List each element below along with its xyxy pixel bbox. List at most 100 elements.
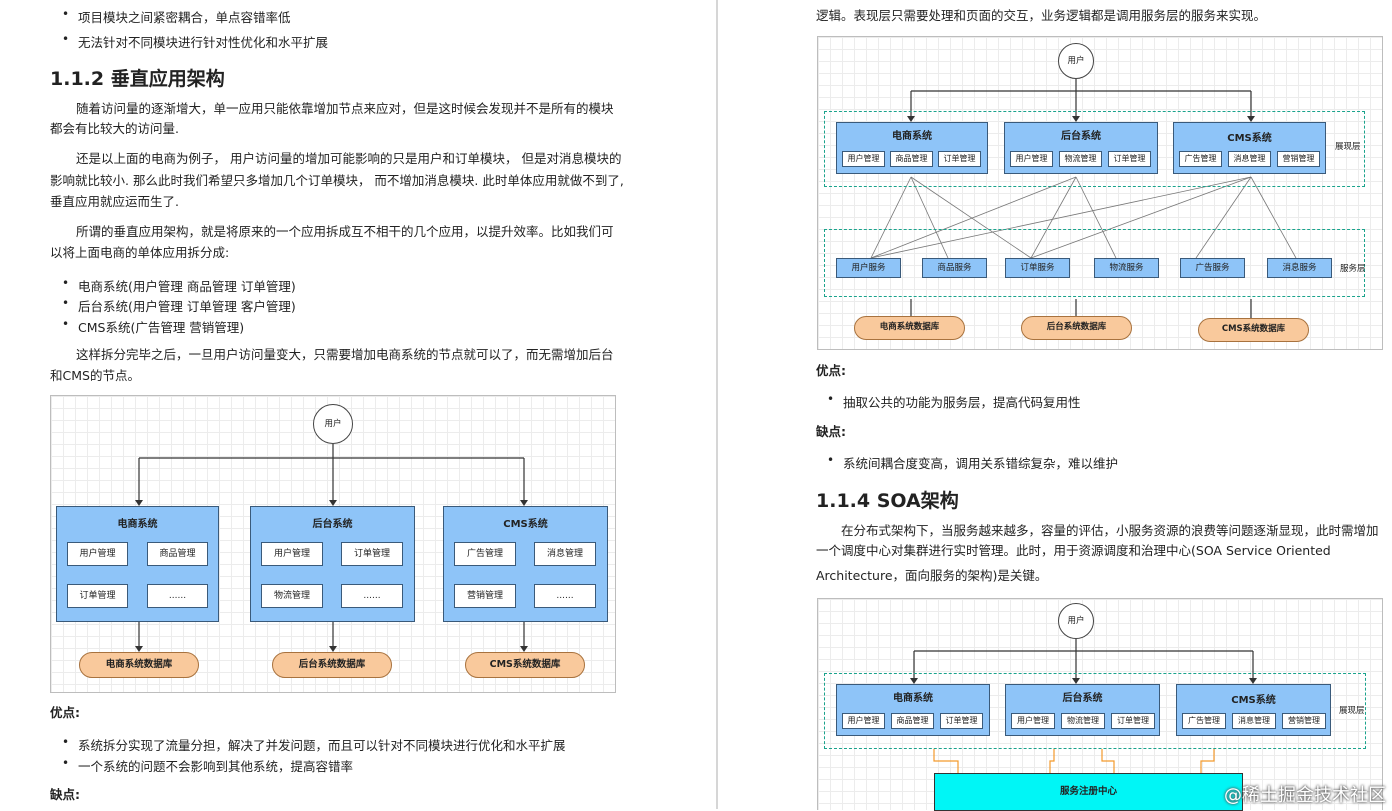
paragraph-line: 所谓的垂直应用架构，就是将原来的一个应用拆成互不相干的几个应用，以提升效率。比如… <box>76 224 614 239</box>
paragraph-line: Architecture，面向服务的架构)是关键。 <box>816 568 1048 583</box>
list-item: 后台系统(用户管理 订单管理 客户管理) <box>62 296 296 315</box>
module-box: ...... <box>147 584 208 608</box>
list-item: 电商系统(用户管理 商品管理 订单管理) <box>62 276 296 295</box>
service-box: 订单服务 <box>1005 258 1070 278</box>
module-box: 用户管理 <box>842 151 885 167</box>
service-box: 广告服务 <box>1180 258 1245 278</box>
database-node: CMS系统数据库 <box>1198 318 1309 342</box>
module-box: 消息管理 <box>1232 713 1276 729</box>
paragraph-line: 垂直应用就应运而生了. <box>50 194 179 209</box>
module-box: 消息管理 <box>1228 151 1271 167</box>
diagram-connectors <box>135 444 528 652</box>
system-box: 后台系统 用户管理 订单管理 物流管理 ...... <box>250 506 415 622</box>
paragraph-line: 影响就比较小. 那么此时我们希望只多增加几个订单模块， 而不增加消息模块. 此时… <box>50 173 624 188</box>
database-node: 后台系统数据库 <box>272 652 392 678</box>
module-box: 订单管理 <box>1111 713 1155 729</box>
module-box: 营销管理 <box>454 584 516 608</box>
system-title: 后台系统 <box>1062 693 1103 704</box>
list-item: 系统拆分实现了流量分担，解决了并发问题，而且可以针对不同模块进行优化和水平扩展 <box>62 735 565 754</box>
cons-label-text: 缺点 <box>816 424 842 439</box>
system-box: 电商系统 用户管理 商品管理 订单管理 <box>836 684 990 736</box>
module-box: ...... <box>341 584 403 608</box>
paragraph-line: 这样拆分完毕之后，一旦用户访问量变大，只需要增加电商系统的节点就可以了，而无需增… <box>76 347 614 362</box>
cons-label-text: 缺点 <box>50 787 76 802</box>
service-box: 物流服务 <box>1094 258 1159 278</box>
system-box: CMS系统 广告管理 消息管理 营销管理 <box>1176 684 1331 736</box>
diagram-connectors <box>870 79 1297 318</box>
pros-label: 优点: <box>816 363 847 378</box>
pros-label: 优点: <box>50 705 81 720</box>
user-node: 用户 <box>1058 43 1094 79</box>
service-box: 消息服务 <box>1267 258 1332 278</box>
module-box: 商品管理 <box>147 542 208 566</box>
module-box: 用户管理 <box>1010 151 1053 167</box>
module-box: 广告管理 <box>1182 713 1226 729</box>
list-item: CMS系统(广告管理 营销管理) <box>62 317 244 336</box>
module-box: ...... <box>534 584 596 608</box>
presentation-layer <box>824 111 1365 187</box>
pros-label-text: 优点 <box>50 705 76 720</box>
list-item: 项目模块之间紧密耦合，单点容错率低 <box>62 7 290 26</box>
user-node: 用户 <box>1058 603 1094 639</box>
system-box: CMS系统 广告管理 消息管理 营销管理 ...... <box>443 506 608 622</box>
cons-label: 缺点: <box>50 787 81 802</box>
system-box: CMS系统 广告管理 消息管理 营销管理 <box>1173 122 1326 174</box>
module-box: 订单管理 <box>341 542 403 566</box>
layer-label: 服务层 <box>1340 264 1366 274</box>
database-node: CMS系统数据库 <box>465 652 585 678</box>
pros-label-text: 优点 <box>816 363 842 378</box>
system-box: 电商系统 用户管理 商品管理 订单管理 ...... <box>56 506 219 622</box>
module-box: 广告管理 <box>454 542 516 566</box>
list-item: 一个系统的问题不会影响到其他系统，提高容错率 <box>62 756 353 775</box>
left-page: 项目模块之间紧密耦合，单点容错率低 无法针对不同模块进行针对性优化和水平扩展 1… <box>0 0 716 809</box>
list-item: 系统间耦合度变高，调用关系错综复杂，难以维护 <box>827 453 1118 472</box>
system-title: CMS系统 <box>1231 695 1276 706</box>
paragraph-line: 以将上面电商的单体应用拆分成: <box>50 245 230 260</box>
module-box: 用户管理 <box>67 542 128 566</box>
system-box: 后台系统 用户管理 物流管理 订单管理 <box>1005 684 1160 736</box>
system-box: 后台系统 用户管理 物流管理 订单管理 <box>1004 122 1158 174</box>
system-box: 电商系统 用户管理 商品管理 订单管理 <box>836 122 988 174</box>
module-box: 订单管理 <box>938 151 981 167</box>
diagram-connectors <box>910 639 1257 773</box>
database-node: 后台系统数据库 <box>1021 316 1132 340</box>
presentation-layer <box>824 673 1366 749</box>
module-box: 广告管理 <box>1179 151 1222 167</box>
paragraph-line: 在分布式架构下，当服务越来越多，容量的评估，小服务资源的浪费等问题逐渐显现，此时… <box>841 523 1379 538</box>
list-item: 无法针对不同模块进行针对性优化和水平扩展 <box>62 32 328 51</box>
service-layer <box>824 229 1365 297</box>
database-node: 电商系统数据库 <box>79 652 199 678</box>
module-box: 用户管理 <box>1011 713 1055 729</box>
paragraph-line: 随着访问量的逐渐增大，单一应用只能依靠增加节点来应对，但是这时候会发现并不是所有… <box>76 101 614 116</box>
page-divider <box>716 0 718 809</box>
module-box: 物流管理 <box>1059 151 1102 167</box>
module-box: 物流管理 <box>1061 713 1105 729</box>
system-title: 后台系统 <box>1061 131 1101 142</box>
module-box: 营销管理 <box>1282 713 1326 729</box>
module-box: 用户管理 <box>261 542 323 566</box>
module-box: 消息管理 <box>534 542 596 566</box>
layer-label: 展现层 <box>1339 706 1365 716</box>
cons-label: 缺点: <box>816 424 847 439</box>
user-node: 用户 <box>313 404 353 444</box>
watermark-text: @稀土掘金技术社区 <box>1224 785 1386 806</box>
module-box: 营销管理 <box>1277 151 1320 167</box>
system-title: 电商系统 <box>117 519 158 530</box>
module-box: 物流管理 <box>261 584 323 608</box>
right-page: 逻辑。表现层只需要处理和页面的交互，业务逻辑都是调用服务层的服务来实现。 <box>718 0 1392 811</box>
soa-architecture-diagram: 用户 展现层 电商系统 用户管理 商品管理 订单管理 后台系统 用户管理 物流管… <box>817 598 1383 811</box>
system-title: CMS系统 <box>503 519 548 530</box>
service-box: 商品服务 <box>922 258 987 278</box>
section-heading: 1.1.4 SOA架构 <box>816 490 959 512</box>
module-box: 用户管理 <box>842 713 885 729</box>
system-title: 后台系统 <box>312 519 353 530</box>
module-box: 订单管理 <box>1108 151 1151 167</box>
vertical-architecture-diagram: 用户 电商系统 用户管理 商品管理 订单管理 ...... 后台系统 用户管理 … <box>50 395 616 693</box>
distributed-architecture-diagram: 用户 展现层 电商系统 用户管理 商品管理 订单管理 后台系统 用户管理 物流管… <box>817 36 1383 350</box>
section-heading: 1.1.2 垂直应用架构 <box>50 68 225 90</box>
database-node: 电商系统数据库 <box>854 316 965 340</box>
paragraph-line: 和CMS的节点。 <box>50 368 140 383</box>
service-box: 用户服务 <box>836 258 901 278</box>
paragraph-line: 还是以上面的电商为例子， 用户访问量的增加可能影响的只是用户和订单模块， 但是对… <box>76 151 622 166</box>
paragraph-line: 逻辑。表现层只需要处理和页面的交互，业务逻辑都是调用服务层的服务来实现。 <box>816 8 1267 23</box>
